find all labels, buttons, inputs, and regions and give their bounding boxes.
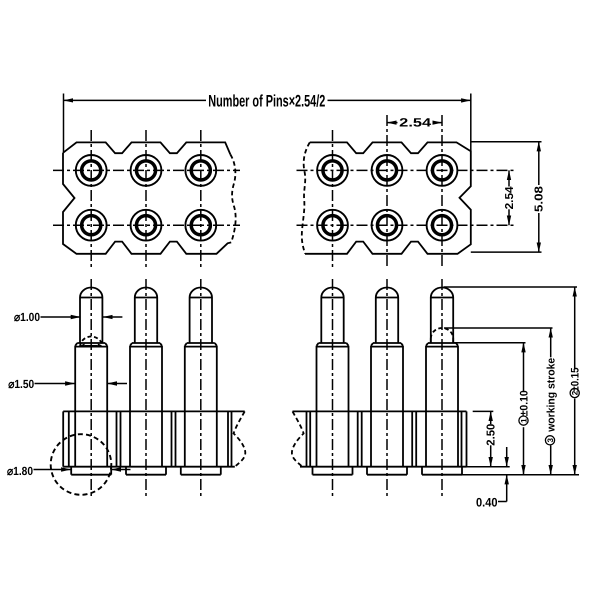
svg-text:2.54: 2.54	[399, 116, 431, 130]
svg-text:1: 1	[519, 418, 528, 423]
svg-text:3: 3	[546, 438, 555, 443]
svg-text:⌀1.80: ⌀1.80	[7, 464, 33, 478]
svg-text:±0.15: ±0.15	[570, 368, 582, 392]
svg-text:±0.10: ±0.10	[518, 390, 530, 416]
svg-text:2: 2	[571, 390, 580, 395]
svg-text:Number of Pins×2.54/2: Number of Pins×2.54/2	[208, 91, 325, 110]
svg-text:2.50: 2.50	[486, 424, 498, 446]
svg-text:working stroke: working stroke	[546, 358, 558, 433]
svg-text:⌀1.00: ⌀1.00	[14, 310, 40, 324]
svg-text:2.54: 2.54	[504, 186, 516, 210]
svg-text:⌀1.50: ⌀1.50	[8, 377, 34, 391]
svg-text:0.40: 0.40	[476, 496, 498, 510]
svg-text:5.08: 5.08	[534, 185, 546, 212]
